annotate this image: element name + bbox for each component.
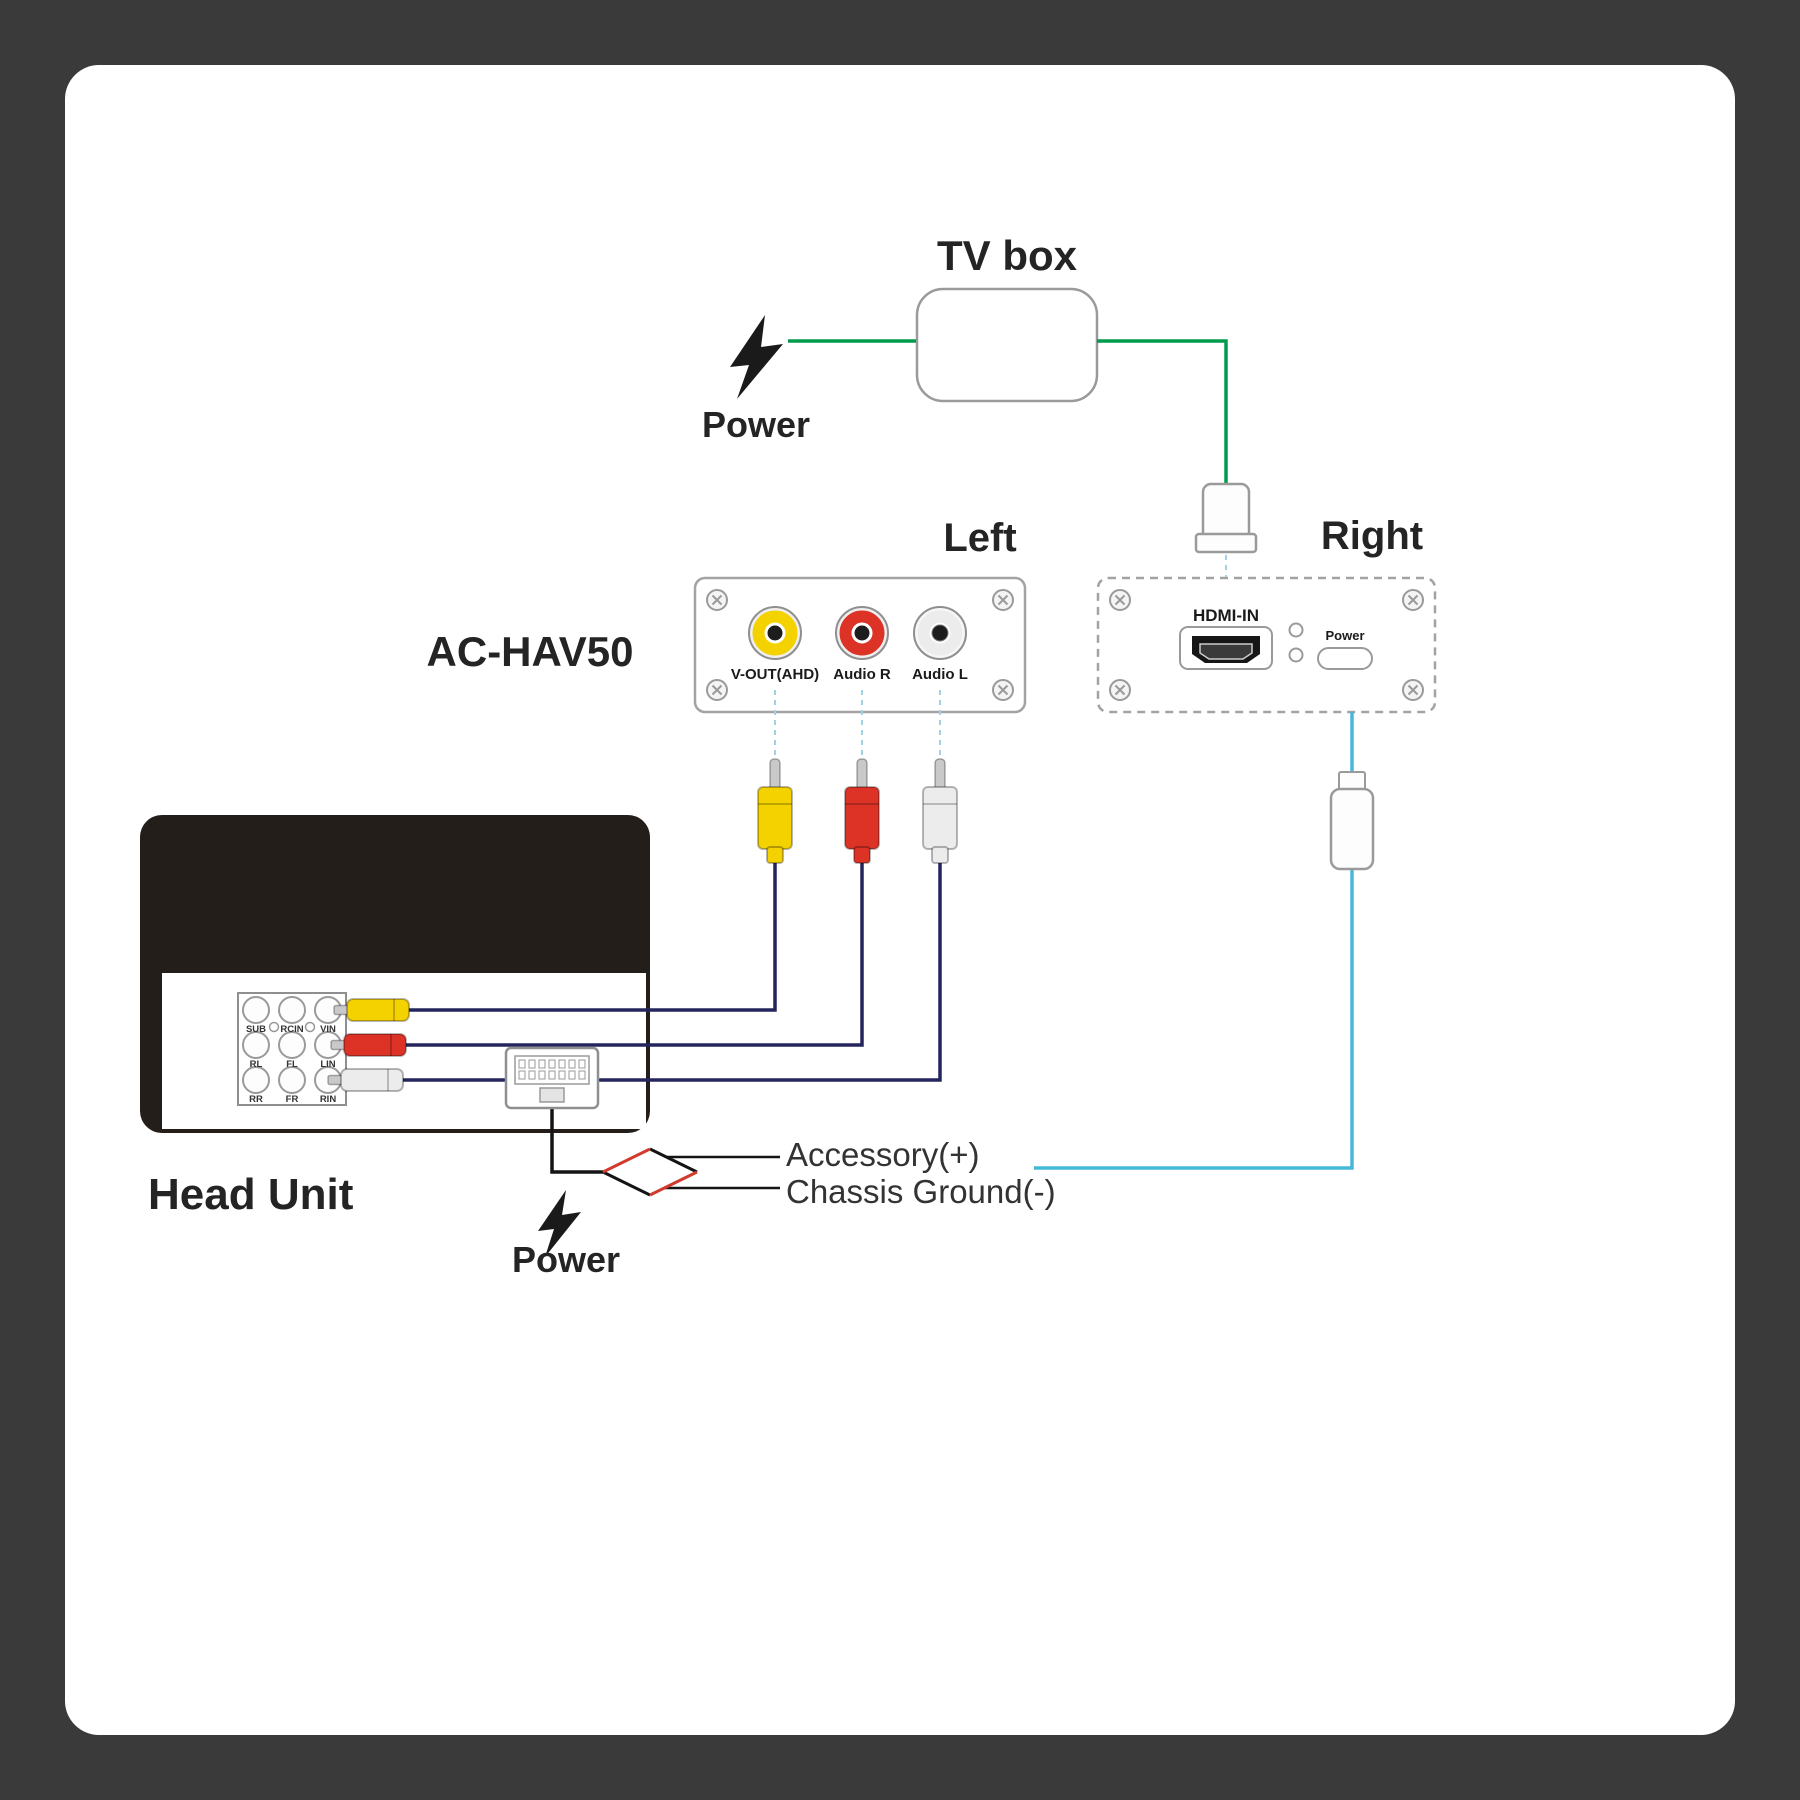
accessory-label: Accessory(+) — [786, 1136, 979, 1173]
panel-screw-icon — [304, 1021, 316, 1033]
port-label: VIN — [320, 1024, 336, 1035]
jack-v-out-ahd — [748, 606, 802, 660]
wires — [398, 315, 1354, 1257]
port-label: FR — [286, 1094, 299, 1105]
head-unit-io: SUB RCIN VIN RL FL LIN RR FR RIN — [237, 992, 410, 1106]
status-led-icon — [1288, 647, 1304, 663]
rca-port — [278, 996, 306, 1024]
screw-icon — [706, 679, 728, 701]
harness-power-cable — [550, 1106, 603, 1174]
left-label: Left — [943, 516, 1016, 560]
port-label: RL — [250, 1059, 263, 1070]
head-unit-label: Head Unit — [148, 1170, 354, 1219]
screw-icon — [706, 589, 728, 611]
power-port-label: Power — [1325, 628, 1364, 643]
screw-icon — [1109, 679, 1131, 701]
screw-icon — [1109, 589, 1131, 611]
hdmi-plug — [1194, 482, 1258, 554]
rca-port — [278, 1031, 306, 1059]
right-label: Right — [1321, 514, 1423, 558]
harness-connector — [504, 1046, 600, 1110]
screw-icon — [1402, 679, 1424, 701]
power-bolt-bottom-icon — [538, 1190, 581, 1257]
port-label: FL — [286, 1059, 298, 1070]
screw-icon — [992, 679, 1014, 701]
screw-icon — [1402, 589, 1424, 611]
jack-audio-l — [913, 606, 967, 660]
rca-port — [242, 1066, 270, 1094]
jack-label-audio-l: Audio L — [912, 666, 968, 683]
av-output-jacks: V-OUT(AHD) Audio R Audio L — [731, 606, 968, 683]
port-label: RR — [249, 1094, 263, 1105]
tv-box-label: TV box — [937, 232, 1078, 279]
signal-wire-cyan — [1034, 712, 1354, 1170]
jack-audio-r — [835, 606, 889, 660]
power-bolt-top-icon — [730, 315, 783, 399]
fuse-connector-black-edges — [602, 1147, 698, 1197]
port-label: RIN — [320, 1094, 337, 1105]
power-port — [1317, 647, 1373, 670]
tv-box — [915, 287, 1099, 403]
panel-screw-icon — [268, 1021, 280, 1033]
diagram-canvas — [65, 65, 1735, 1735]
usb-power-plug — [1329, 771, 1375, 871]
model-label: AC-HAV50 — [427, 628, 634, 675]
port-label: RCIN — [280, 1024, 303, 1035]
power-wire-green — [788, 339, 1228, 483]
hdmi-input-port — [1179, 626, 1273, 670]
rca-port — [278, 1066, 306, 1094]
rca-port — [242, 996, 270, 1024]
jack-label-audio-r: Audio R — [833, 666, 891, 683]
guide-dashed-lines — [774, 555, 1227, 759]
harness-pins — [518, 1059, 586, 1080]
power-bottom-label: Power — [512, 1239, 620, 1280]
hdmi-in-label: HDMI-IN — [1193, 606, 1259, 625]
power-top-label: Power — [702, 404, 810, 445]
fuse-connector-red-edges — [602, 1147, 698, 1197]
rca-port — [242, 1031, 270, 1059]
chassis-ground-label: Chassis Ground(-) — [786, 1173, 1056, 1210]
status-led-icon — [1288, 622, 1304, 638]
port-label: LIN — [320, 1059, 335, 1070]
port-label: SUB — [246, 1024, 266, 1035]
screw-icon — [992, 589, 1014, 611]
jack-label-v-out: V-OUT(AHD) — [731, 666, 819, 683]
